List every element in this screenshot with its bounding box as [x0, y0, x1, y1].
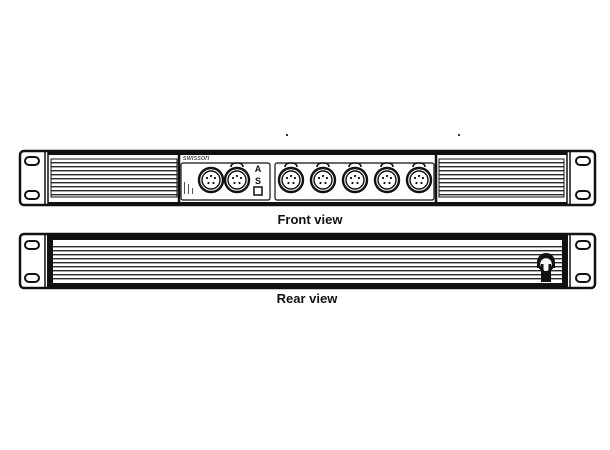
left-rack-ear — [24, 151, 49, 205]
mounting-hole — [24, 190, 40, 200]
mounting-hole — [575, 240, 591, 250]
power-inlet-icon — [537, 253, 555, 282]
rear-view-caption: Rear view — [276, 291, 338, 306]
tick-mark — [286, 134, 288, 136]
rear-vent-grille — [53, 245, 562, 280]
mounting-hole — [575, 190, 591, 200]
indicator-symbols: A S — [253, 164, 263, 196]
mounting-hole — [575, 156, 591, 166]
mounting-hole — [575, 273, 591, 283]
input-connector-1 — [197, 166, 225, 194]
front-view-caption: Front view — [277, 212, 343, 227]
mounting-hole — [24, 156, 40, 166]
mounting-hole — [24, 273, 40, 283]
front-view: A S — [18, 149, 597, 207]
left-vent-grille — [50, 158, 178, 198]
brand-label: swisson — [183, 155, 210, 162]
svg-text:S: S — [255, 176, 261, 186]
rear-view — [18, 232, 597, 290]
tick-mark — [458, 134, 460, 136]
svg-text:A: A — [255, 164, 262, 174]
right-rack-ear — [562, 234, 591, 288]
right-rack-ear — [566, 151, 591, 205]
left-rack-ear — [24, 234, 53, 288]
small-labels — [184, 182, 193, 194]
right-vent-grille — [438, 158, 565, 198]
mounting-hole — [24, 240, 40, 250]
